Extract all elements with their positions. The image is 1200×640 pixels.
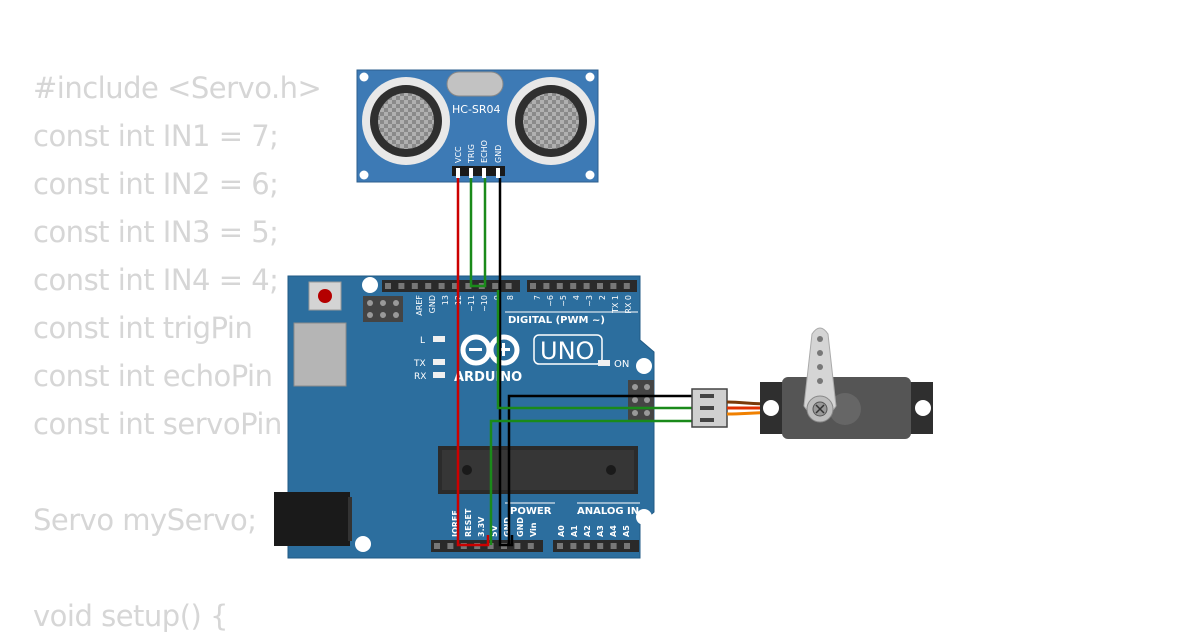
digital-header-right [527, 280, 637, 292]
digital-pin-label: ~3 [585, 295, 594, 307]
wire-servo-gnd[interactable] [507, 394, 694, 545]
digital-pin-label: RX 0 [624, 295, 633, 314]
code-line: void setup() { [33, 599, 229, 633]
power-pin-label: 5V [490, 524, 499, 537]
sensor-pin-label: GND [494, 145, 503, 163]
sensor-hole [359, 170, 369, 180]
mount-hole [362, 277, 378, 293]
digital-pin-label: 2 [598, 295, 607, 300]
sensor-pin-label: VCC [454, 146, 463, 163]
analog-in-label: ANALOG IN [577, 506, 639, 517]
digital-pin-label: ~11 [467, 295, 476, 312]
code-line: const int echoPin [33, 359, 273, 393]
atmega-chip [438, 446, 638, 494]
code-line: const int IN3 = 5; [33, 215, 279, 249]
led-label-rx: RX [414, 372, 426, 382]
led-l [433, 336, 445, 342]
digital-pin-label: GND [428, 295, 437, 313]
code-line: const int servoPin [33, 407, 282, 441]
usb-port [293, 322, 347, 387]
transducer-left [362, 77, 450, 165]
sensor-pin-label: TRIG [467, 144, 476, 164]
digital-pin-label: ~6 [546, 295, 555, 307]
on-label: ON [614, 359, 629, 370]
servo-motor[interactable] [691, 327, 933, 439]
wire-echo-green[interactable] [478, 178, 487, 288]
digital-pin-label: ~5 [559, 295, 568, 307]
wire-vcc-red[interactable] [456, 178, 490, 547]
code-line: Servo myServo; [33, 503, 257, 537]
power-pin-label: 3.3V [477, 516, 486, 537]
digital-pwm-label: DIGITAL (PWM ~) [508, 315, 605, 326]
analog-pin-label: A4 [609, 525, 618, 537]
digital-pin-label: 7 [533, 295, 542, 300]
digital-pin-label: 4 [572, 295, 581, 300]
led-label-l: L [420, 336, 425, 346]
code-line: #include <Servo.h> [33, 71, 322, 105]
reset-button[interactable] [308, 281, 342, 311]
sensor-hole [359, 72, 369, 82]
code-line: const int IN2 = 6; [33, 167, 279, 201]
digital-pin-label: 13 [441, 295, 450, 305]
crystal-oscillator [446, 71, 504, 97]
sensor-pins [452, 166, 505, 178]
mount-hole [636, 509, 652, 525]
digital-pin-label: 8 [506, 295, 515, 300]
led-label-tx: TX [413, 359, 426, 369]
wire-servo-signal[interactable] [496, 290, 694, 410]
led-tx [433, 359, 445, 365]
hc-sr04-sensor[interactable]: HC-SR04 VCC TRIG ECHO GND [356, 69, 599, 183]
power-label: POWER [510, 506, 552, 517]
dc-power-jack [274, 492, 352, 546]
analog-pin-label: A1 [570, 525, 579, 537]
analog-pin-label: A2 [583, 525, 592, 537]
code-line: const int trigPin [33, 311, 253, 345]
wires [456, 178, 694, 547]
transducer-right [507, 77, 595, 165]
arduino-brand: ARDUINO [454, 370, 522, 385]
analog-pin-label: A0 [557, 525, 566, 537]
wire-gnd-black[interactable] [498, 178, 514, 547]
sensor-hole [585, 170, 595, 180]
sensor-pin-label: ECHO [480, 140, 489, 163]
arduino-logo [460, 334, 520, 366]
icsp-header-2 [628, 380, 654, 420]
code-listing: #include <Servo.h> const int IN1 = 7; cons… [33, 64, 322, 640]
uno-label: UNO [540, 337, 594, 365]
code-line: const int IN1 = 7; [33, 119, 279, 153]
mount-hole [355, 536, 371, 552]
wire-servo-power[interactable] [489, 419, 694, 545]
led-rx [433, 372, 445, 378]
power-pin-label: IOREF [451, 510, 460, 537]
power-pin-label: Vin [529, 522, 538, 537]
wire-trig-green[interactable] [469, 178, 478, 288]
led-on [598, 360, 610, 366]
power-pin-label: RESET [464, 508, 473, 537]
mount-hole [636, 358, 652, 374]
sensor-name: HC-SR04 [452, 103, 501, 116]
sensor-hole [585, 72, 595, 82]
digital-pin-label: TX 1 [611, 295, 620, 314]
icsp-header [363, 296, 403, 322]
digital-pin-label: AREF [415, 295, 424, 316]
analog-pin-label: A3 [596, 525, 605, 537]
power-pin-label: GND [516, 517, 525, 537]
power-pin-label: GND [503, 517, 512, 537]
analog-pin-label: A5 [622, 525, 631, 537]
digital-pin-label: ~10 [480, 295, 489, 312]
code-line: const int IN4 = 4; [33, 263, 279, 297]
